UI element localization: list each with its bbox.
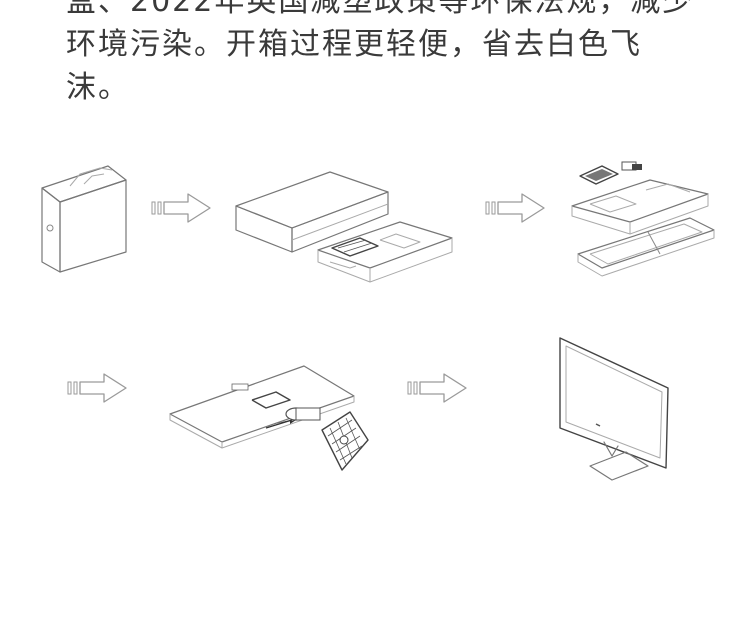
monitor-stand-assembly-icon — [169, 365, 369, 471]
description-line-3: 沫。 — [66, 70, 130, 105]
separated-packing-trays-icon — [571, 161, 715, 277]
assembled-monitor-icon — [559, 337, 669, 481]
right-arrow-icon — [151, 193, 211, 223]
description-line-1: 盒、2022年英国减塑政策等环保法规，减少 — [66, 0, 695, 19]
description-line-2: 环境污染。开箱过程更轻便，省去白色飞 — [66, 27, 642, 62]
right-arrow-icon — [407, 373, 467, 403]
right-arrow-icon — [485, 193, 545, 223]
monitor-box-icon — [41, 165, 127, 273]
right-arrow-icon — [67, 373, 127, 403]
packaging-description: 盒、2022年英国减塑政策等环保法规，减少 环境污染。开箱过程更轻便，省去白色飞… — [66, 0, 706, 109]
open-box-with-trays-icon — [235, 171, 453, 283]
